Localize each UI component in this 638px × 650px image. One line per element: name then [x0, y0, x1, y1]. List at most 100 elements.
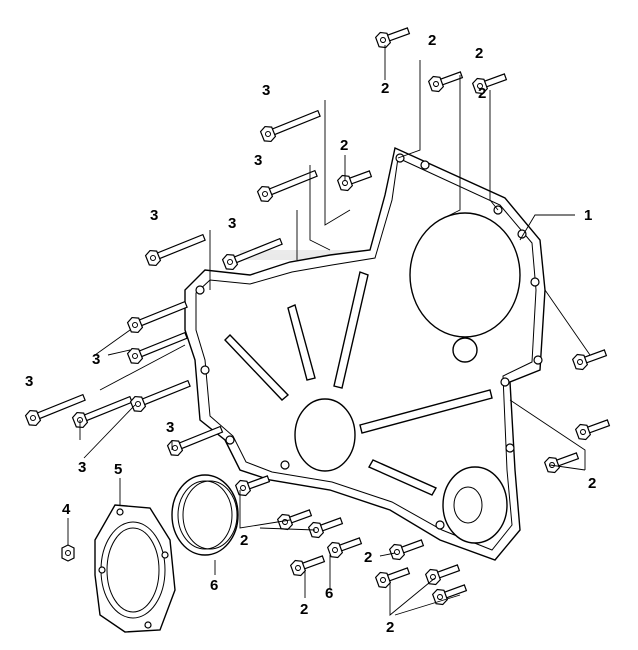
bolt-washer: [262, 191, 268, 197]
bolt-shaft: [300, 555, 326, 570]
flange-bolt: [424, 564, 461, 586]
callout-3: 3: [25, 373, 33, 390]
bolt-shaft: [140, 379, 191, 406]
bolt-washer: [577, 359, 583, 365]
callout-3: 3: [78, 459, 86, 476]
long-bolt: [126, 300, 188, 334]
callout-2: 2: [381, 80, 389, 97]
bolt-shaft: [435, 564, 461, 579]
bolt-washer: [150, 255, 156, 261]
long-bolt: [221, 237, 283, 271]
bolt-shaft: [137, 331, 188, 358]
callout-1: 1: [584, 207, 592, 224]
bolts: [24, 27, 611, 606]
bolt-head: [307, 521, 325, 539]
bolt-shaft: [337, 537, 363, 552]
bolt-shaft: [287, 509, 313, 524]
bolt-washer: [77, 417, 83, 423]
flange-bolt: [307, 517, 344, 539]
bolt-washer: [437, 594, 443, 600]
bolt-shaft: [582, 349, 608, 364]
flange-bolt: [61, 544, 75, 562]
bolt-shaft: [585, 419, 611, 434]
flange-bolt: [374, 567, 411, 589]
bolt-washer: [295, 565, 301, 571]
bolt-shaft: [155, 233, 206, 260]
bolt-shaft: [399, 539, 425, 554]
bolt-washer: [132, 353, 138, 359]
flange-bolt: [574, 419, 611, 441]
bolt-washer: [135, 401, 141, 407]
leader-lines: [67, 45, 591, 616]
bolt-head: [289, 559, 307, 577]
bolt-washer: [313, 527, 319, 533]
bolt-washer: [477, 83, 483, 89]
callout-2: 2: [588, 475, 596, 492]
long-bolt: [129, 379, 191, 413]
bolt-head: [166, 439, 184, 457]
bolt-shaft: [385, 567, 411, 582]
bolt-head: [388, 543, 406, 561]
callout-2: 2: [475, 45, 483, 62]
flange-bolt: [336, 170, 373, 192]
bolt-washer: [65, 550, 71, 556]
bolt-head: [336, 174, 354, 192]
flange-bolt: [431, 584, 468, 606]
front-gear-cover: [184, 147, 546, 561]
bolt-washer: [265, 131, 271, 137]
flange-bolt: [571, 349, 608, 371]
bolt-shaft: [438, 71, 464, 86]
bolt-washer: [132, 322, 138, 328]
flange-bolt: [289, 555, 326, 577]
bolt-head: [571, 353, 589, 371]
callout-2: 2: [428, 32, 436, 49]
bolt-shaft: [270, 109, 321, 136]
callout-6: 6: [210, 577, 218, 594]
bolt-shaft: [318, 517, 344, 532]
bolt-head: [427, 75, 445, 93]
callout-3: 3: [262, 82, 270, 99]
flange-bolt: [234, 475, 271, 497]
bolt-head: [126, 347, 144, 365]
long-bolt: [126, 331, 188, 365]
bolt-shaft: [177, 425, 224, 450]
callout-2: 2: [386, 619, 394, 636]
bolt-washer: [380, 577, 386, 583]
bolt-washer: [240, 485, 246, 491]
bolt-washer: [549, 462, 555, 468]
bolt-head: [424, 568, 442, 586]
callout-2: 2: [300, 601, 308, 618]
bolt-shaft: [554, 452, 580, 467]
bolt-washer: [282, 519, 288, 525]
flange-bolt: [276, 509, 313, 531]
flange-bolt: [326, 537, 363, 559]
oil-seal: [171, 474, 239, 556]
callout-4: 4: [62, 501, 71, 518]
long-bolt: [166, 425, 224, 457]
bolt-head: [574, 423, 592, 441]
callout-3: 3: [228, 215, 236, 232]
bolt-washer: [172, 445, 178, 451]
flange-bolt: [543, 452, 580, 474]
bolt-head: [374, 31, 392, 49]
bolt-head: [374, 571, 392, 589]
callout-6: 6: [325, 585, 333, 602]
callout-labels: 1 2 2 2 2 2 2 2 2 2 2 3 3 3 3 3 3 3 3 4 …: [25, 32, 596, 636]
bolt-head: [144, 249, 162, 267]
flange-bolt: [388, 539, 425, 561]
callout-3: 3: [92, 351, 100, 368]
callout-2: 2: [364, 549, 372, 566]
flange-bolt: [374, 27, 411, 49]
callout-3: 3: [166, 419, 174, 436]
flange-bolt: [471, 73, 508, 95]
bolt-head: [129, 395, 147, 413]
bolt-head: [431, 588, 449, 606]
callout-2: 2: [478, 85, 486, 102]
bolt-washer: [580, 429, 586, 435]
bolt-shaft: [347, 170, 373, 185]
bolt-head: [256, 185, 274, 203]
bolt-head: [24, 409, 42, 427]
bolt-washer: [342, 180, 348, 186]
long-bolt: [24, 393, 86, 427]
